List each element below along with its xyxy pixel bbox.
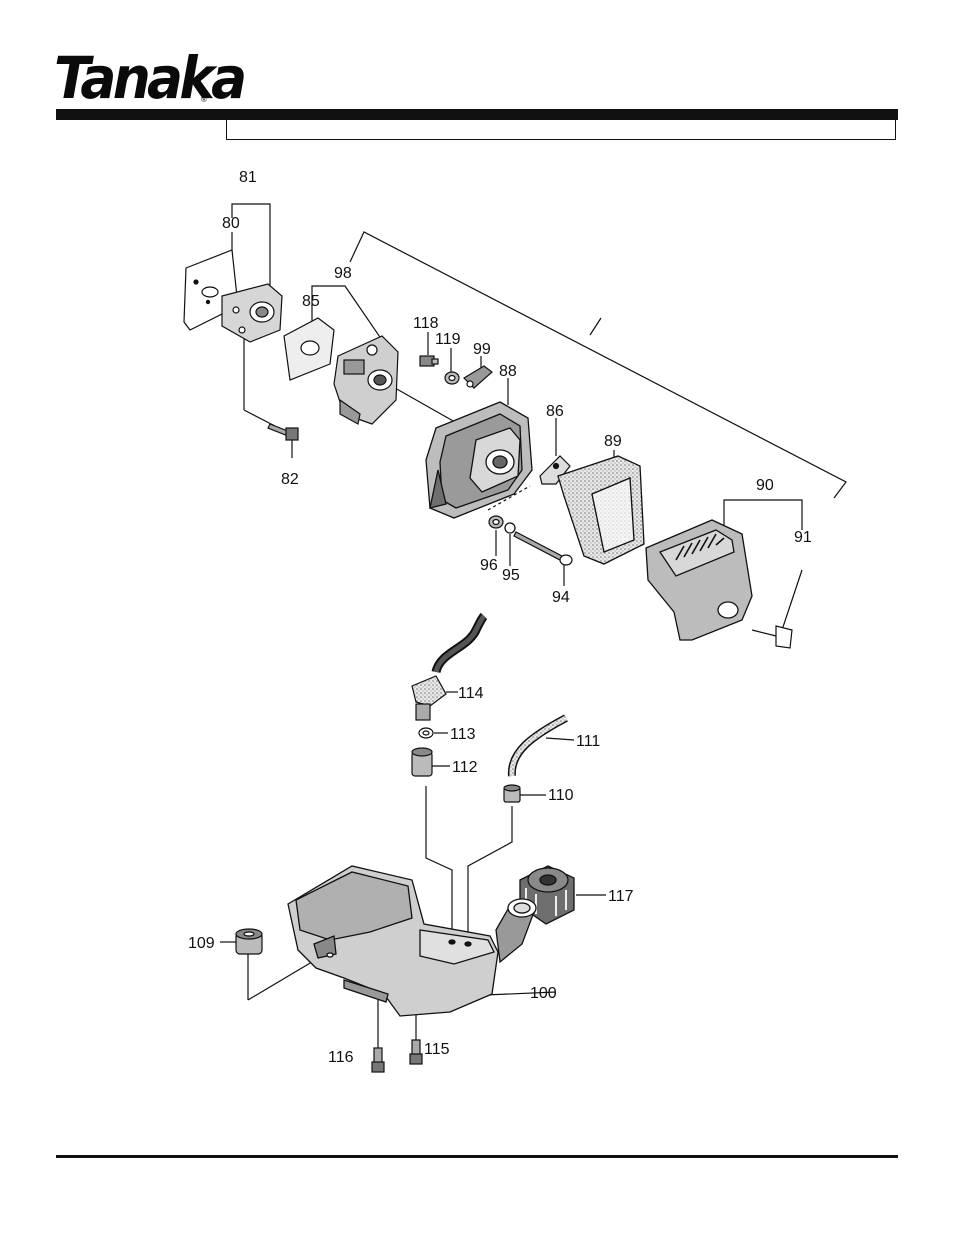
callout-114: 114 [458,685,484,702]
part-carburetor [333,335,399,425]
part-81-insulator [221,283,283,343]
part-90-cover [645,519,753,641]
callout-labels: 81 80 98 85 82 118 119 99 88 86 89 90 91… [188,169,812,1066]
callout-113: 113 [450,726,476,743]
part-116-screw [371,1047,385,1073]
part-111-vent-hose [507,714,568,777]
callout-117: 117 [608,888,634,905]
part-94-bolt [513,531,573,566]
part-85-gasket [283,317,335,381]
footer-rule [56,1155,898,1158]
callout-100: 100 [530,985,557,1002]
part-89-foam-filter [557,455,645,565]
callout-90: 90 [756,477,774,494]
callout-116: 116 [328,1049,354,1066]
callout-82: 82 [281,471,299,488]
callout-96: 96 [480,557,498,574]
callout-119: 119 [435,331,461,348]
part-112-grommet [411,747,433,777]
part-95-lock-washer [504,522,516,534]
part-119-washer [444,371,460,385]
brand-logo-text: Tanaka [54,44,247,112]
callout-88: 88 [499,363,517,380]
callout-80: 80 [222,215,240,232]
part-88-air-cleaner-base [425,401,533,519]
part-96-washer [488,515,504,529]
leader-lines [220,203,847,1048]
part-110-valve [503,784,521,803]
part-115-screw [409,1039,423,1065]
callout-86: 86 [546,403,564,420]
callout-85: 85 [302,293,320,310]
callout-99: 99 [473,341,491,358]
callout-109: 109 [188,935,215,952]
callout-110: 110 [548,787,574,804]
registered-mark: ® [201,95,207,104]
callout-95: 95 [502,567,520,584]
callout-98: 98 [334,265,352,282]
part-109-cushion [235,928,263,955]
part-fuel-hose-upper [431,612,488,674]
header-bar [56,109,898,120]
part-91-knob [751,625,793,649]
part-100-fuel-tank [287,865,537,1017]
callout-115: 115 [424,1041,450,1058]
part-118-screw [419,355,439,367]
brand-logo: Tanaka [54,46,260,108]
title-box [226,120,896,140]
callout-118: 118 [413,315,439,332]
callout-89: 89 [604,433,622,450]
callout-111: 111 [576,733,600,750]
callout-81: 81 [239,169,257,186]
callout-112: 112 [452,759,478,776]
part-114-fuel-filter [411,675,447,721]
callout-91: 91 [794,529,812,546]
part-82-bolt [267,423,299,441]
part-99-bracket [463,365,493,389]
part-113-ring [418,727,434,739]
callout-94: 94 [552,589,570,606]
